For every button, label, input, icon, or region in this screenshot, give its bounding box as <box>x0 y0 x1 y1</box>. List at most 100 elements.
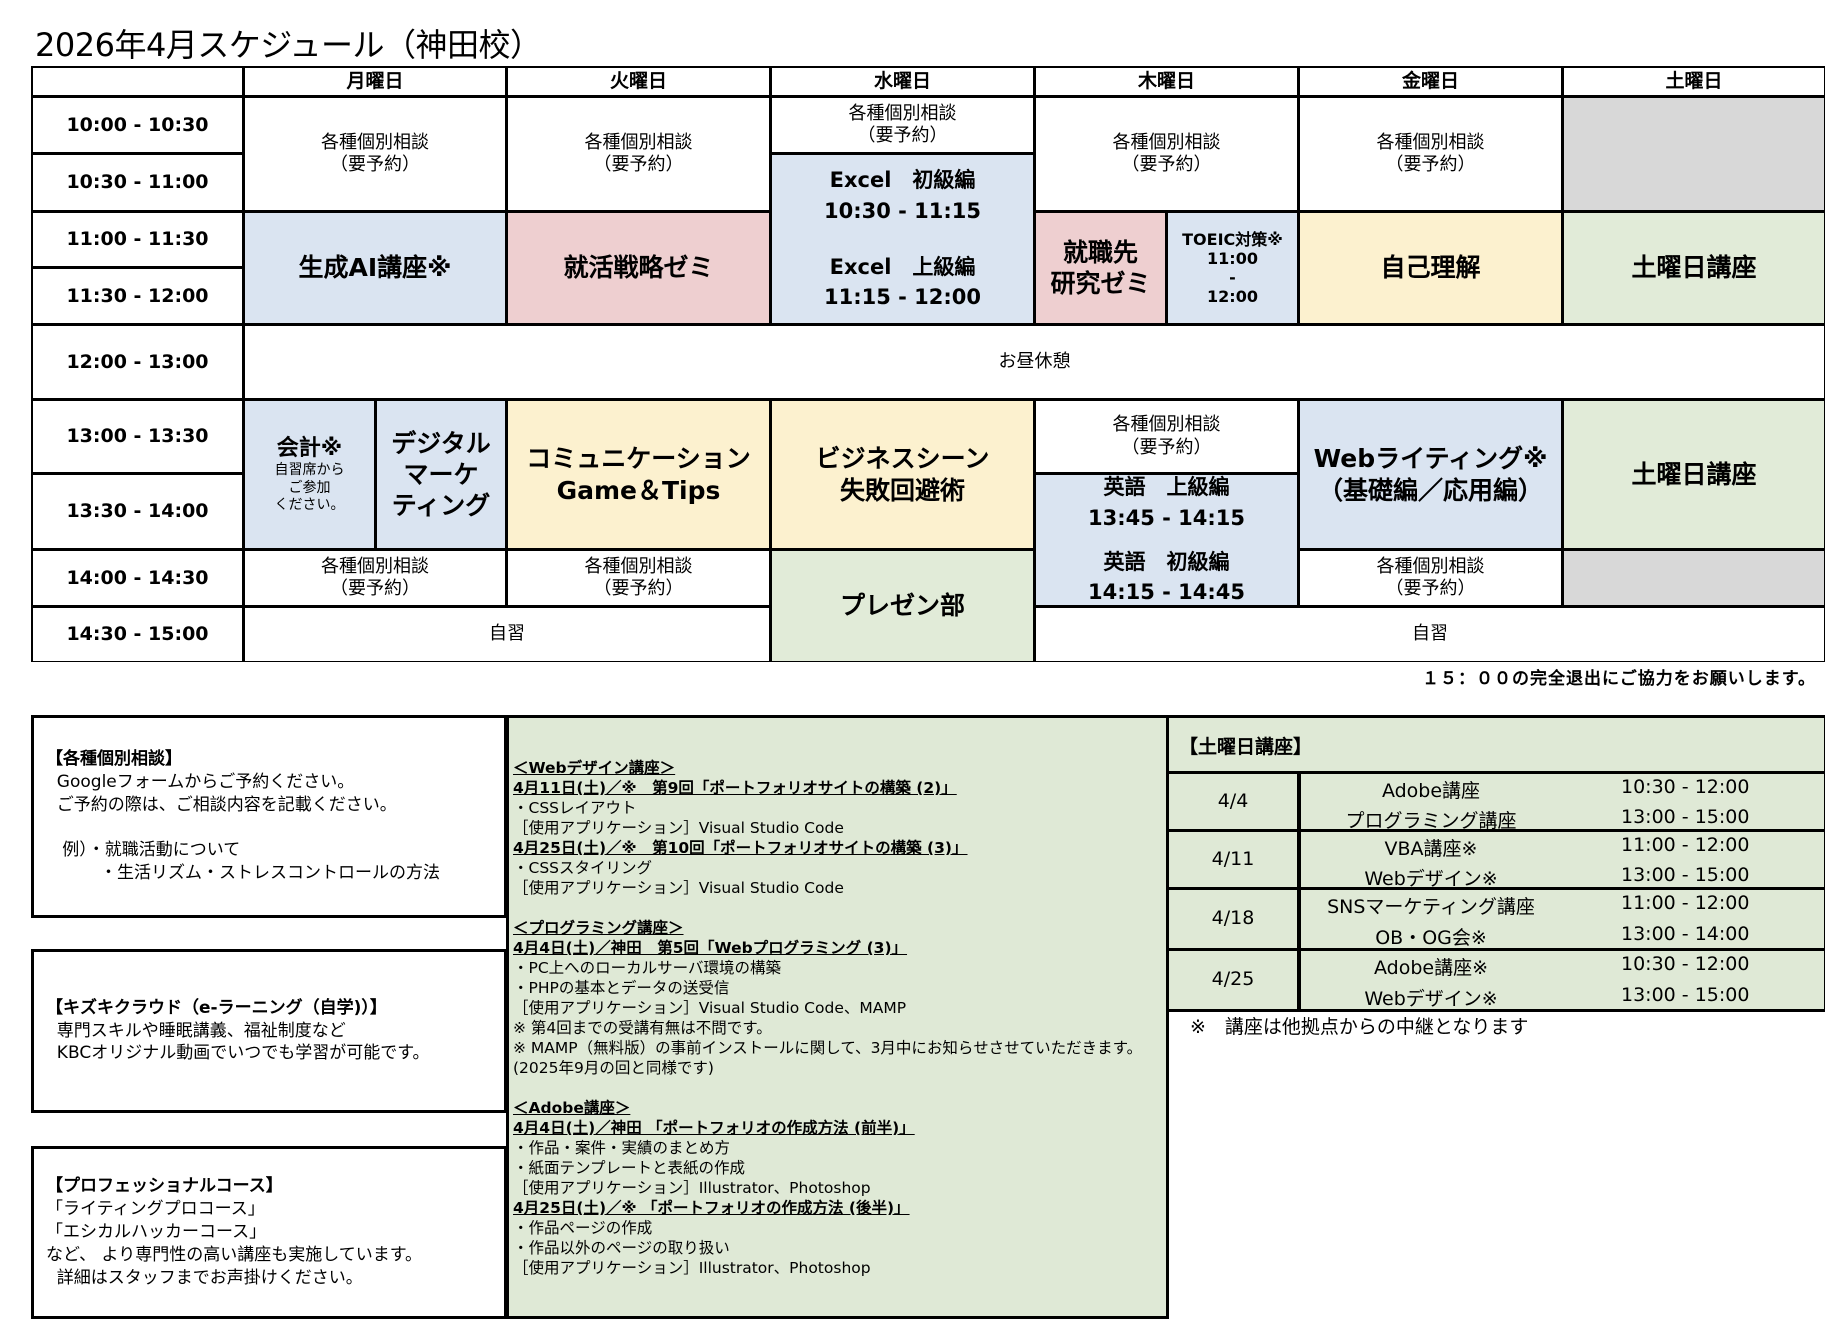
cell-text: 各種個別相談 <box>1112 131 1221 153</box>
day-header: 火曜日 <box>508 68 769 95</box>
time-label: 10:00 - 10:30 <box>66 113 209 136</box>
day-label: 金曜日 <box>1401 70 1459 93</box>
cell-text: Excel 上級編 <box>829 255 976 279</box>
saturday-class-time: 11:00 - 12:00 <box>1621 892 1750 914</box>
cell-text: 10:30 - 11:15 <box>823 198 982 223</box>
session-line: ・CSSレイアウト <box>513 799 637 817</box>
cell-text: （要予約） <box>1121 154 1212 175</box>
saturday-class-time: 13:00 - 15:00 <box>1621 863 1750 886</box>
day-label: 月曜日 <box>346 70 404 93</box>
cell-text: 会計※ <box>276 435 343 461</box>
class-toeic: TOEIC対策※11:00-12:00 <box>1168 213 1297 323</box>
saturday-date: 4/18 <box>1211 907 1255 929</box>
day-header: 木曜日 <box>1036 68 1297 95</box>
session-line: ［使用アプリケーション］Illustrator、Photoshop <box>513 1259 871 1277</box>
saturday-class-time: 10:30 - 12:00 <box>1621 953 1750 975</box>
cell-text: （要予約） <box>593 578 684 599</box>
info-box-professional: 【プロフェッショナルコース】 「ライティングプロコース」 「エシカルハッカーコー… <box>31 1146 507 1319</box>
info-heading: 【キズキクラウド（e-ラーニング（自学)）】 <box>46 997 387 1018</box>
schedule-table: 月曜日 火曜日水曜日木曜日 金曜日 土曜日 10:00 - 10:30 10:30 - 1… <box>31 66 1825 662</box>
session-line: ・PC上へのローカルサーバ環境の構築 <box>513 959 782 977</box>
cell-text: 11:00 <box>1207 248 1258 268</box>
cell-text: （基礎編／応用編） <box>1317 475 1543 505</box>
time-slot: 14:30 - 15:00 <box>33 608 242 661</box>
class-self-understanding: 自己理解 <box>1300 213 1561 323</box>
saturday-date: 4/4 <box>1217 789 1249 812</box>
time-slot: 11:00 - 11:30 <box>33 213 242 266</box>
saturday-class-name: Webデザイン※ <box>1364 867 1498 890</box>
saturday-date: 4/11 <box>1211 847 1255 870</box>
cell-text: TOEIC対策※ <box>1182 229 1283 249</box>
session-title: 4月25日(土)／※ 「ポートフォリオの作成方法 (後半)」 <box>513 1199 910 1217</box>
cell-text: 14:15 - 14:45 <box>1087 580 1246 605</box>
cell-text: 自己理解 <box>1380 253 1481 283</box>
cell-text: デジタル マーケ ティング <box>391 428 491 521</box>
cell-text: Game＆Tips <box>556 475 721 505</box>
closed-cell <box>1564 551 1824 605</box>
session-line: ・CSSスタイリング <box>513 859 653 877</box>
day-header: 金曜日 <box>1300 68 1561 95</box>
day-header: 水曜日 <box>772 68 1033 95</box>
info-heading: 【プロフェッショナルコース】 <box>46 1176 283 1197</box>
time-label: 14:30 - 15:00 <box>66 623 209 646</box>
cell-text: 各種個別相談 <box>1376 555 1485 577</box>
info-heading: 【各種個別相談】 <box>46 748 182 769</box>
cell-text: 各種個別相談 <box>584 131 693 153</box>
cell-text: 各種個別相談 <box>1112 414 1221 435</box>
saturday-date-cell: 4/11 <box>1169 832 1297 887</box>
day-label: 土曜日 <box>1665 70 1723 93</box>
saturday-class-name: OB・OG会※ <box>1375 927 1487 949</box>
saturday-class-name: プログラミング講座 <box>1345 809 1517 832</box>
relay-note: ※ 講座は他拠点からの中継となります <box>1190 1016 1529 1038</box>
saturday-date-cell: 4/4 <box>1169 774 1297 829</box>
cell-text: 11:15 - 12:00 <box>823 285 982 310</box>
spacer <box>513 898 1162 918</box>
cell-text: Webライティング※ <box>1313 444 1548 474</box>
course-heading: ＜Adobe講座＞ <box>513 1099 631 1117</box>
session-line: ・作品・案件・実績のまとめ方 <box>513 1139 731 1157</box>
cell-text: 土曜日講座 <box>1631 459 1757 489</box>
time-slot: 10:30 - 11:00 <box>33 155 242 210</box>
course-heading: ＜Webデザイン講座＞ <box>513 759 676 777</box>
self-study: 自習 <box>245 608 769 661</box>
cell-text: 12:00 <box>1207 287 1258 307</box>
session-line: ・作品以外のページの取り扱い <box>513 1239 730 1257</box>
cell-text: 各種個別相談 <box>321 131 429 153</box>
cell-text: （要予約） <box>857 125 948 146</box>
class-business-scene: ビジネスシーン失敗回避術 <box>772 401 1033 548</box>
day-header: 月曜日 <box>245 68 505 95</box>
saturday-class-time: 11:00 - 12:00 <box>1621 834 1750 856</box>
session-title: 4月4日(土)／神田 「ポートフォリオの作成方法 (前半)」 <box>513 1119 915 1137</box>
saturday-class-name: VBA講座※ <box>1384 838 1478 860</box>
cell-text: 各種個別相談 <box>848 102 957 124</box>
info-box-consult: 【各種個別相談】 Googleフォームからご予約ください。 ご予約の際は、ご相談… <box>31 715 507 918</box>
consult-cell: 各種個別相談（要予約） <box>1300 551 1561 605</box>
saturday-class-time: 10:30 - 12:00 <box>1621 776 1750 798</box>
cell-text: 英語 初級編 <box>1103 550 1230 574</box>
saturday-class-name: Webデザイン※ <box>1364 988 1498 1010</box>
saturday-heading: 【土曜日講座】 <box>1179 736 1313 758</box>
session-title: 4月25日(土)／※ 第10回「ポートフォリオサイトの構築 (3)」 <box>513 839 968 857</box>
session-line: ［使用アプリケーション］Visual Studio Code <box>513 879 844 897</box>
cell-text: 英語 上級編 <box>1103 475 1230 500</box>
session-line: ・作品ページの作成 <box>513 1219 653 1237</box>
cell-text: （要予約） <box>330 154 420 175</box>
session-line: ※ MAMP（無料版）の事前インストールに関して、3月中にお知らせさせていただき… <box>513 1039 1143 1077</box>
cell-text: Excel 初級編 <box>829 168 976 193</box>
time-slot: 14:00 - 14:30 <box>33 551 242 605</box>
class-saturday: 土曜日講座 <box>1564 213 1824 323</box>
time-label: 11:00 - 11:30 <box>66 228 209 251</box>
consult-cell: 各種個別相談（要予約） <box>245 98 505 210</box>
cell-text: 失敗回避術 <box>839 475 965 505</box>
cell-text: （要予約） <box>1385 154 1476 175</box>
self-study: 自習 <box>1036 608 1824 661</box>
class-digital-marketing: デジタル マーケ ティング <box>377 401 505 548</box>
cell-text: コミュニケーション <box>526 444 751 474</box>
cell-text: 就職先 研究ゼミ <box>1050 237 1151 298</box>
info-box-elearning: 【キズキクラウド（e-ラーニング（自学)）】 専門スキルや睡眠講義、福祉制度など… <box>31 949 507 1113</box>
time-slot: 13:00 - 13:30 <box>33 401 242 472</box>
consult-cell: 各種個別相談（要予約） <box>1036 401 1297 472</box>
